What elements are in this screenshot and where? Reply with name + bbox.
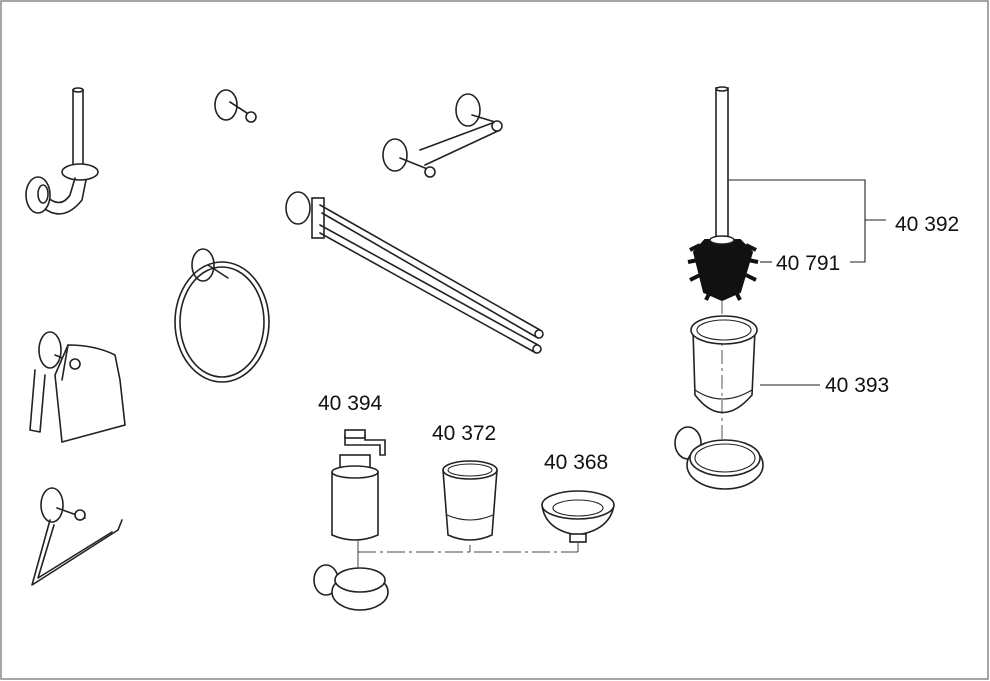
double-hook-rail [382,93,503,178]
brush-holder [674,426,764,490]
tumbler [442,460,498,541]
part-number-tumbler: 40 372 [432,422,496,445]
part-number-soap-dispenser: 40 394 [318,392,383,415]
part-number-brush-glass: 40 393 [825,374,889,397]
paper-holder-with-cover [29,331,126,444]
part-number-brush-set: 40 392 [895,213,959,236]
soap-dispenser [313,429,389,611]
double-towel-bar [285,191,544,354]
part-number-soap-dish: 40 368 [544,451,608,474]
towel-ring [174,248,270,383]
spare-roll-holder [25,87,99,215]
brush-head [687,235,759,302]
soap-dish [541,490,615,543]
part-number-brush-head: 40 791 [776,252,840,275]
brush-glass [690,315,758,414]
robe-hook [214,89,257,123]
toilet-brush-set [674,86,886,490]
paper-holder-open [31,487,123,586]
leader-40392 [728,179,866,263]
